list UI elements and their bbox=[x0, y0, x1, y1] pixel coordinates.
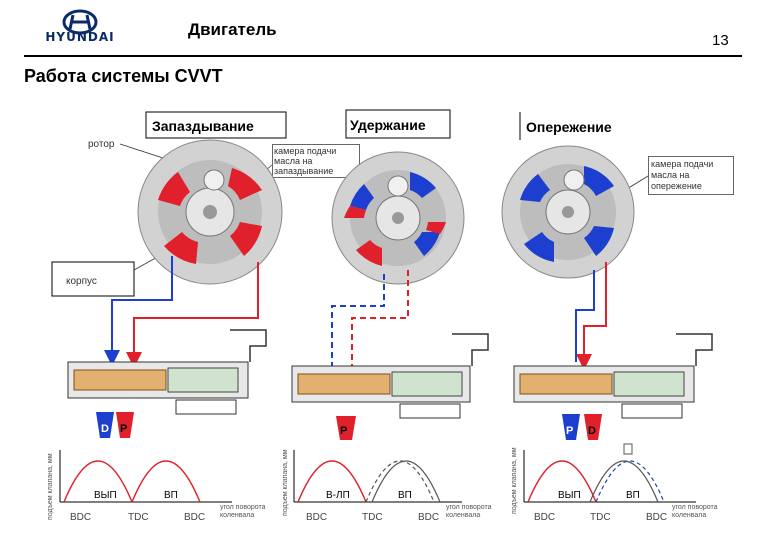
header-divider bbox=[24, 55, 742, 57]
svg-text:BDC: BDC bbox=[184, 512, 205, 523]
peak-exhaust: ВЫП bbox=[558, 490, 581, 501]
oil-line-pressure bbox=[126, 262, 259, 368]
port-label: P bbox=[566, 425, 573, 437]
svg-text:TDC: TDC bbox=[128, 512, 149, 523]
graph-xlabel: угол поворота коленвала bbox=[672, 504, 718, 519]
phaser-rotor-icon bbox=[501, 145, 635, 279]
slide-subtitle: Работа системы CVVT bbox=[24, 66, 223, 86]
svg-text:TDC: TDC bbox=[362, 512, 383, 523]
valve-lift-graph: ВЫП ВП BDC TDC BDC угол поворота коленва… bbox=[511, 443, 718, 523]
panel-advance: Опережение камера подачи масла на опереж… bbox=[501, 112, 734, 523]
callout-rotor: ротор bbox=[88, 139, 115, 150]
brand-name: HYUNDAI bbox=[45, 30, 115, 44]
graph-ylabel: подъем клапана, мм bbox=[282, 449, 289, 516]
phaser-rotor-icon bbox=[331, 151, 465, 285]
peak-exhaust: ВЫП bbox=[94, 490, 117, 501]
svg-text:BDC: BDC bbox=[646, 512, 667, 523]
mode-label: Опережение bbox=[526, 119, 612, 135]
graph-xlabel: угол поворота коленвала bbox=[446, 504, 492, 519]
svg-text:BDC: BDC bbox=[306, 512, 327, 523]
port-label: P bbox=[120, 423, 127, 435]
panel-retard: Запаздывание ротор камера подачи масла н… bbox=[47, 111, 360, 523]
graph-ylabel: подъем клапана, мм bbox=[511, 447, 518, 514]
svg-text:BDC: BDC bbox=[534, 512, 555, 523]
oil-control-valve-icon bbox=[67, 329, 267, 415]
page-title: Двигатель bbox=[188, 20, 277, 39]
port-label: D bbox=[588, 425, 596, 437]
callout-retard-chamber: камера подачи масла на запаздывание bbox=[272, 144, 360, 178]
phaser-rotor-icon bbox=[137, 139, 283, 285]
peak-intake: ВП bbox=[626, 490, 640, 501]
peak-intake: ВП bbox=[164, 490, 178, 501]
svg-text:BDC: BDC bbox=[70, 512, 91, 523]
mode-label: Запаздывание bbox=[152, 118, 254, 134]
valve-lift-graph: В-ЛП ВП BDC TDC BDC угол поворота коленв… bbox=[282, 449, 492, 523]
oil-line-pressure bbox=[575, 270, 595, 362]
oil-line-drain bbox=[576, 262, 607, 370]
oil-control-valve-icon bbox=[291, 333, 489, 419]
callout-advance-chamber: камера подачи масла на опережение bbox=[648, 156, 734, 195]
oil-line-drain bbox=[104, 256, 173, 366]
peak-intake: ВП bbox=[398, 490, 412, 501]
graph-xlabel: угол поворота коленвала bbox=[220, 504, 266, 519]
graph-ylabel: подъем клапана, мм bbox=[47, 453, 54, 520]
svg-text:BDC: BDC bbox=[418, 512, 439, 523]
port-label: D bbox=[101, 423, 109, 435]
page-number: 13 bbox=[712, 32, 729, 49]
oil-line-held bbox=[351, 270, 409, 366]
callout-housing: корпус bbox=[66, 276, 97, 287]
mode-label-box bbox=[145, 111, 287, 139]
hyundai-logo-icon bbox=[62, 9, 98, 35]
oil-control-valve-icon bbox=[513, 333, 713, 419]
panel-hold: Удержание P bbox=[282, 109, 492, 523]
svg-text:TDC: TDC bbox=[590, 512, 611, 523]
port-label: P bbox=[340, 425, 347, 437]
valve-lift-graph: ВЫП ВП BDC TDC BDC угол поворота коленва… bbox=[47, 450, 266, 523]
mode-label: Удержание bbox=[350, 117, 426, 133]
oil-line-held bbox=[331, 274, 385, 366]
peak-exhaust: В-ЛП bbox=[326, 490, 350, 501]
